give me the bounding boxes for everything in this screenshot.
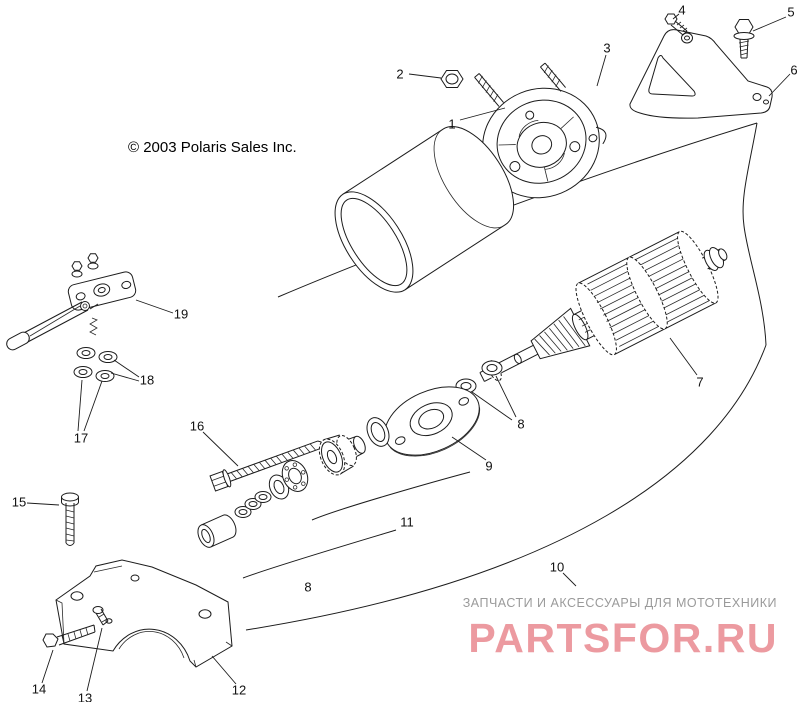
callout-1: 1 bbox=[448, 117, 455, 132]
callout-9: 9 bbox=[485, 459, 492, 474]
end-frame-plate bbox=[384, 386, 481, 457]
washer-pair-lower bbox=[73, 366, 115, 382]
support-bracket bbox=[55, 559, 233, 668]
bearing bbox=[268, 460, 309, 500]
callout-8: 8 bbox=[304, 580, 311, 595]
drive-pinion bbox=[318, 434, 366, 476]
mounting-bracket bbox=[629, 29, 773, 119]
callout-3: 3 bbox=[603, 41, 610, 56]
callout-8: 8 bbox=[517, 417, 524, 432]
callout-2: 2 bbox=[396, 67, 403, 82]
group-line-11 bbox=[311, 471, 471, 521]
callout-13: 13 bbox=[78, 691, 92, 702]
mounting-stud bbox=[540, 62, 566, 92]
callout-16: 16 bbox=[190, 419, 204, 434]
callout-6: 6 bbox=[790, 63, 797, 78]
washer-pair-upper bbox=[76, 347, 118, 363]
group-line-8 bbox=[242, 529, 397, 579]
hex-nut-2 bbox=[440, 70, 464, 88]
watermark-brand: PARTSFOR.RU bbox=[468, 615, 778, 661]
callout-17: 17 bbox=[74, 431, 88, 446]
copyright-notice: © 2003 Polaris Sales Inc. bbox=[128, 139, 297, 156]
end-cap-assembly bbox=[474, 62, 607, 199]
callout-15: 15 bbox=[12, 495, 26, 510]
screw-13 bbox=[92, 606, 109, 626]
hex-bolt-14 bbox=[42, 624, 96, 648]
callout-12: 12 bbox=[232, 683, 246, 698]
spacer-bushing bbox=[197, 514, 237, 548]
callout-14: 14 bbox=[32, 682, 46, 697]
carriage-bolt-15 bbox=[61, 492, 79, 546]
callout-18: 18 bbox=[140, 373, 154, 388]
flange-bolt-5 bbox=[733, 19, 755, 59]
callout-19: 19 bbox=[174, 307, 188, 322]
watermark: ЗАПЧАСТИ И АКСЕССУАРЫ ДЛЯ МОТОТЕХНИКИ PA… bbox=[463, 596, 778, 661]
washer-stack bbox=[234, 491, 272, 518]
armature bbox=[479, 230, 728, 382]
bolt-4 bbox=[664, 13, 688, 36]
watermark-tagline: ЗАПЧАСТИ И АКСЕССУАРЫ ДЛЯ МОТОТЕХНИКИ bbox=[463, 596, 777, 610]
callout-10: 10 bbox=[550, 560, 564, 575]
mounting-stud bbox=[474, 73, 504, 107]
solenoid-switch bbox=[6, 253, 137, 351]
callout-4: 4 bbox=[678, 3, 685, 18]
leader-lines bbox=[26, 13, 791, 692]
retainer-ring bbox=[366, 417, 390, 447]
callout-7: 7 bbox=[696, 375, 703, 390]
callout-5: 5 bbox=[787, 5, 794, 20]
callout-11: 11 bbox=[400, 515, 414, 530]
